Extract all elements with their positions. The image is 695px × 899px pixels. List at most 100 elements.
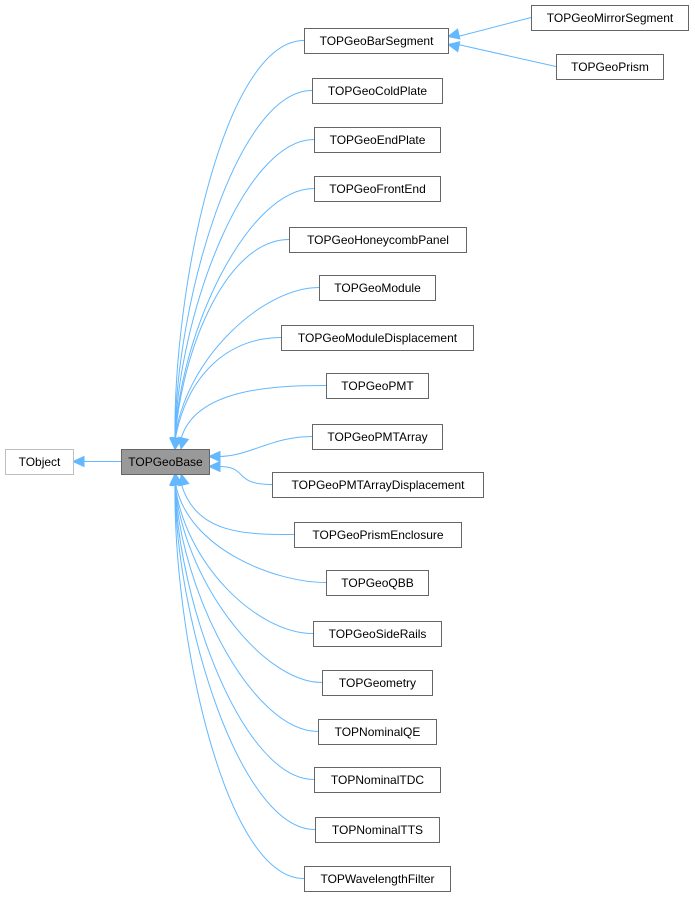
edge-line [174,239,290,440]
node-label: TOPGeoHoneycombPanel [307,233,449,247]
arrowhead-icon [71,455,85,468]
node-top-geo-pmt-array[interactable]: TOPGeoPMTArray [312,424,443,450]
node-label: TOPGeoMirrorSegment [547,11,674,25]
node-top-nominal-tts[interactable]: TOPNominalTTS [315,817,440,843]
edge-top-geo-module-to-top-geo-base [170,287,320,451]
node-box [319,275,436,301]
node-label: TOPGeoBase [128,455,203,469]
node-label: TOPGeoPMT [341,379,414,393]
node-box [121,449,210,475]
node-label: TOPNominalTTS [332,823,423,837]
node-label: TObject [19,455,61,469]
node-box [272,472,484,498]
edge-line [174,483,323,683]
edge-top-geo-end-plate-to-top-geo-base [169,139,315,451]
arrowhead-icon [177,436,190,451]
node-box [314,127,441,153]
node-top-geo-prism-enclosure[interactable]: TOPGeoPrismEnclosure [294,522,462,548]
edge-line [174,188,315,440]
node-top-geo-module[interactable]: TOPGeoModule [319,275,436,301]
edge-top-geo-pmt-array-displacement-to-top-geo-base [207,460,273,485]
node-top-nominal-qe[interactable]: TOPNominalQE [318,719,437,745]
node-label: TOPWavelengthFilter [320,872,434,886]
edge-top-geo-honeycomb-panel-to-top-geo-base [170,239,290,451]
arrowhead-icon [446,28,461,40]
node-top-geo-cold-plate[interactable]: TOPGeoColdPlate [312,78,443,104]
edge-top-geo-bar-segment-to-top-geo-base [169,40,305,451]
node-box [556,54,664,80]
node-box [281,325,474,351]
edge-line [174,483,305,879]
node-top-geo-end-plate[interactable]: TOPGeoEndPlate [314,127,441,153]
edge-line [175,483,327,583]
node-label: TOPGeoQBB [341,576,413,590]
node-top-geo-mirror-segment[interactable]: TOPGeoMirrorSegment [531,5,689,31]
edge-top-geo-pmt-to-top-geo-base [177,385,327,451]
node-label: TOPGeoSideRails [329,627,427,641]
edge-line [174,139,315,440]
node-label: TOPNominalQE [335,725,421,739]
arrowhead-icon [446,41,461,53]
node-box [304,28,449,54]
edge-line [174,337,282,440]
node-box [304,866,451,892]
edge-top-geo-pmt-array-to-top-geo-base [207,436,313,463]
node-top-geometry[interactable]: TOPGeometry [322,670,433,696]
node-label: TOPGeoPMTArrayDisplacement [292,478,466,492]
edge-top-nominal-qe-to-top-geo-base [169,472,319,732]
edge-line [174,287,320,440]
node-top-geo-pmt-array-displacement[interactable]: TOPGeoPMTArrayDisplacement [272,472,484,498]
node-top-geo-module-displacement[interactable]: TOPGeoModuleDisplacement [281,325,474,351]
edge-top-geo-prism-to-top-geo-bar-segment [446,41,557,67]
node-top-wavelength-filter[interactable]: TOPWavelengthFilter [304,866,451,892]
node-top-geo-prism[interactable]: TOPGeoPrism [556,54,664,80]
arrowhead-icon [207,450,221,463]
edge-top-wavelength-filter-to-top-geo-base [169,472,305,879]
node-label: TOPGeoFrontEnd [329,182,426,196]
edge-line [180,385,327,440]
edge-top-nominal-tts-to-top-geo-base [169,472,316,830]
node-label: TOPGeoPrismEnclosure [312,528,443,542]
node-top-geo-honeycomb-panel[interactable]: TOPGeoHoneycombPanel [289,227,467,253]
node-label: TOPGeoModuleDisplacement [298,331,458,345]
node-box [326,570,429,596]
node-box [315,817,440,843]
node-box [318,719,437,745]
node-t-object[interactable]: TObject [5,449,74,475]
node-label: TOPGeoColdPlate [328,84,427,98]
node-top-geo-front-end[interactable]: TOPGeoFrontEnd [314,176,441,202]
arrowhead-icon [207,460,221,473]
node-box [314,176,441,202]
edge-top-geo-mirror-segment-to-top-geo-bar-segment [446,17,532,40]
node-box [314,767,441,793]
node-box [5,449,74,475]
edges-layer [71,17,557,879]
node-box [531,5,689,31]
node-box [313,621,442,647]
arrowhead-icon [169,472,181,486]
edge-line [174,40,305,440]
node-label: TOPGeometry [339,676,416,690]
edge-line [180,483,295,536]
edge-line [174,483,315,780]
edge-line [174,483,316,830]
node-box [312,78,443,104]
node-box [312,424,443,450]
node-label: TOPGeoPMTArray [327,430,427,444]
edge-line [174,90,313,440]
node-top-nominal-tdc[interactable]: TOPNominalTDC [314,767,441,793]
node-label: TOPGeoModule [334,281,421,295]
node-top-geo-side-rails[interactable]: TOPGeoSideRails [313,621,442,647]
edge-top-geo-base-to-t-object [71,455,121,468]
node-top-geo-pmt[interactable]: TOPGeoPMT [326,373,429,399]
node-box [326,373,429,399]
edge-line [218,466,273,485]
node-box [289,227,467,253]
node-label: TOPNominalTDC [331,773,424,787]
node-top-geo-base: TOPGeoBase [121,449,210,475]
node-label: TOPGeoPrism [571,60,649,74]
node-top-geo-qbb[interactable]: TOPGeoQBB [326,570,429,596]
node-box [322,670,433,696]
node-top-geo-bar-segment[interactable]: TOPGeoBarSegment [304,28,449,54]
